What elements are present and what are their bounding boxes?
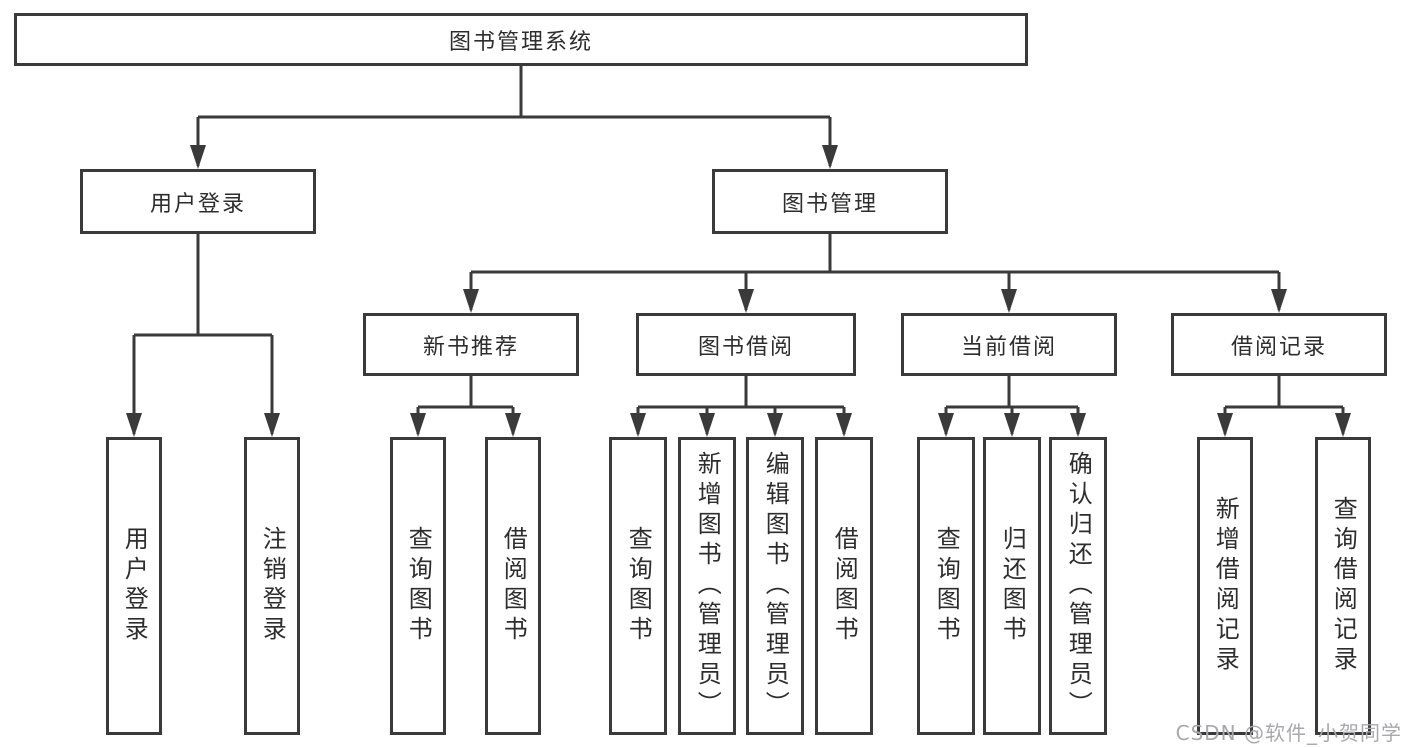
edge-root-to-level2 [196,66,832,166]
csdn-watermark: CSDN @软件_小贺同学 [1175,721,1402,745]
node-current-borrow: 当前借阅 [901,313,1117,376]
leaf-logout: 注销登录 [244,437,300,735]
edge-borrowrecords-to-leaves [1223,376,1345,434]
node-book-management: 图书管理 [712,169,948,234]
leaf-edit-book-admin: 编辑图书（管理员） [746,437,804,735]
leaf-add-borrow-record: 新增借阅记录 [1197,437,1253,735]
leaf-return-book: 归还图书 [983,437,1041,735]
node-new-book-recommend: 新书推荐 [363,313,579,376]
edge-bookmgmt-to-level3 [469,234,1281,310]
arrowheads [126,145,1351,437]
leaf-borrow-book: 借阅图书 [815,437,873,735]
edge-newbookrec-to-leaves [416,376,515,434]
leaf-user-login: 用户登录 [106,437,162,735]
leaf-query-book-recommend: 查询图书 [390,437,446,735]
leaf-borrow-book-recommend: 借阅图书 [485,437,541,735]
node-borrow-records: 借阅记录 [1171,313,1387,376]
node-user-login: 用户登录 [80,169,316,234]
leaf-add-book-admin: 新增图书（管理员） [678,437,736,735]
node-book-borrow: 图书借阅 [636,313,856,376]
leaf-query-borrow-record: 查询借阅记录 [1315,437,1371,735]
leaf-query-book-borrow: 查询图书 [609,437,667,735]
edge-bookborrow-to-leaves [636,376,846,434]
leaf-confirm-return-admin: 确认归还（管理员） [1049,437,1107,735]
node-root-system: 图书管理系统 [14,13,1028,66]
edge-userlogin-to-leaves [132,234,274,434]
leaf-query-book-current: 查询图书 [917,437,975,735]
